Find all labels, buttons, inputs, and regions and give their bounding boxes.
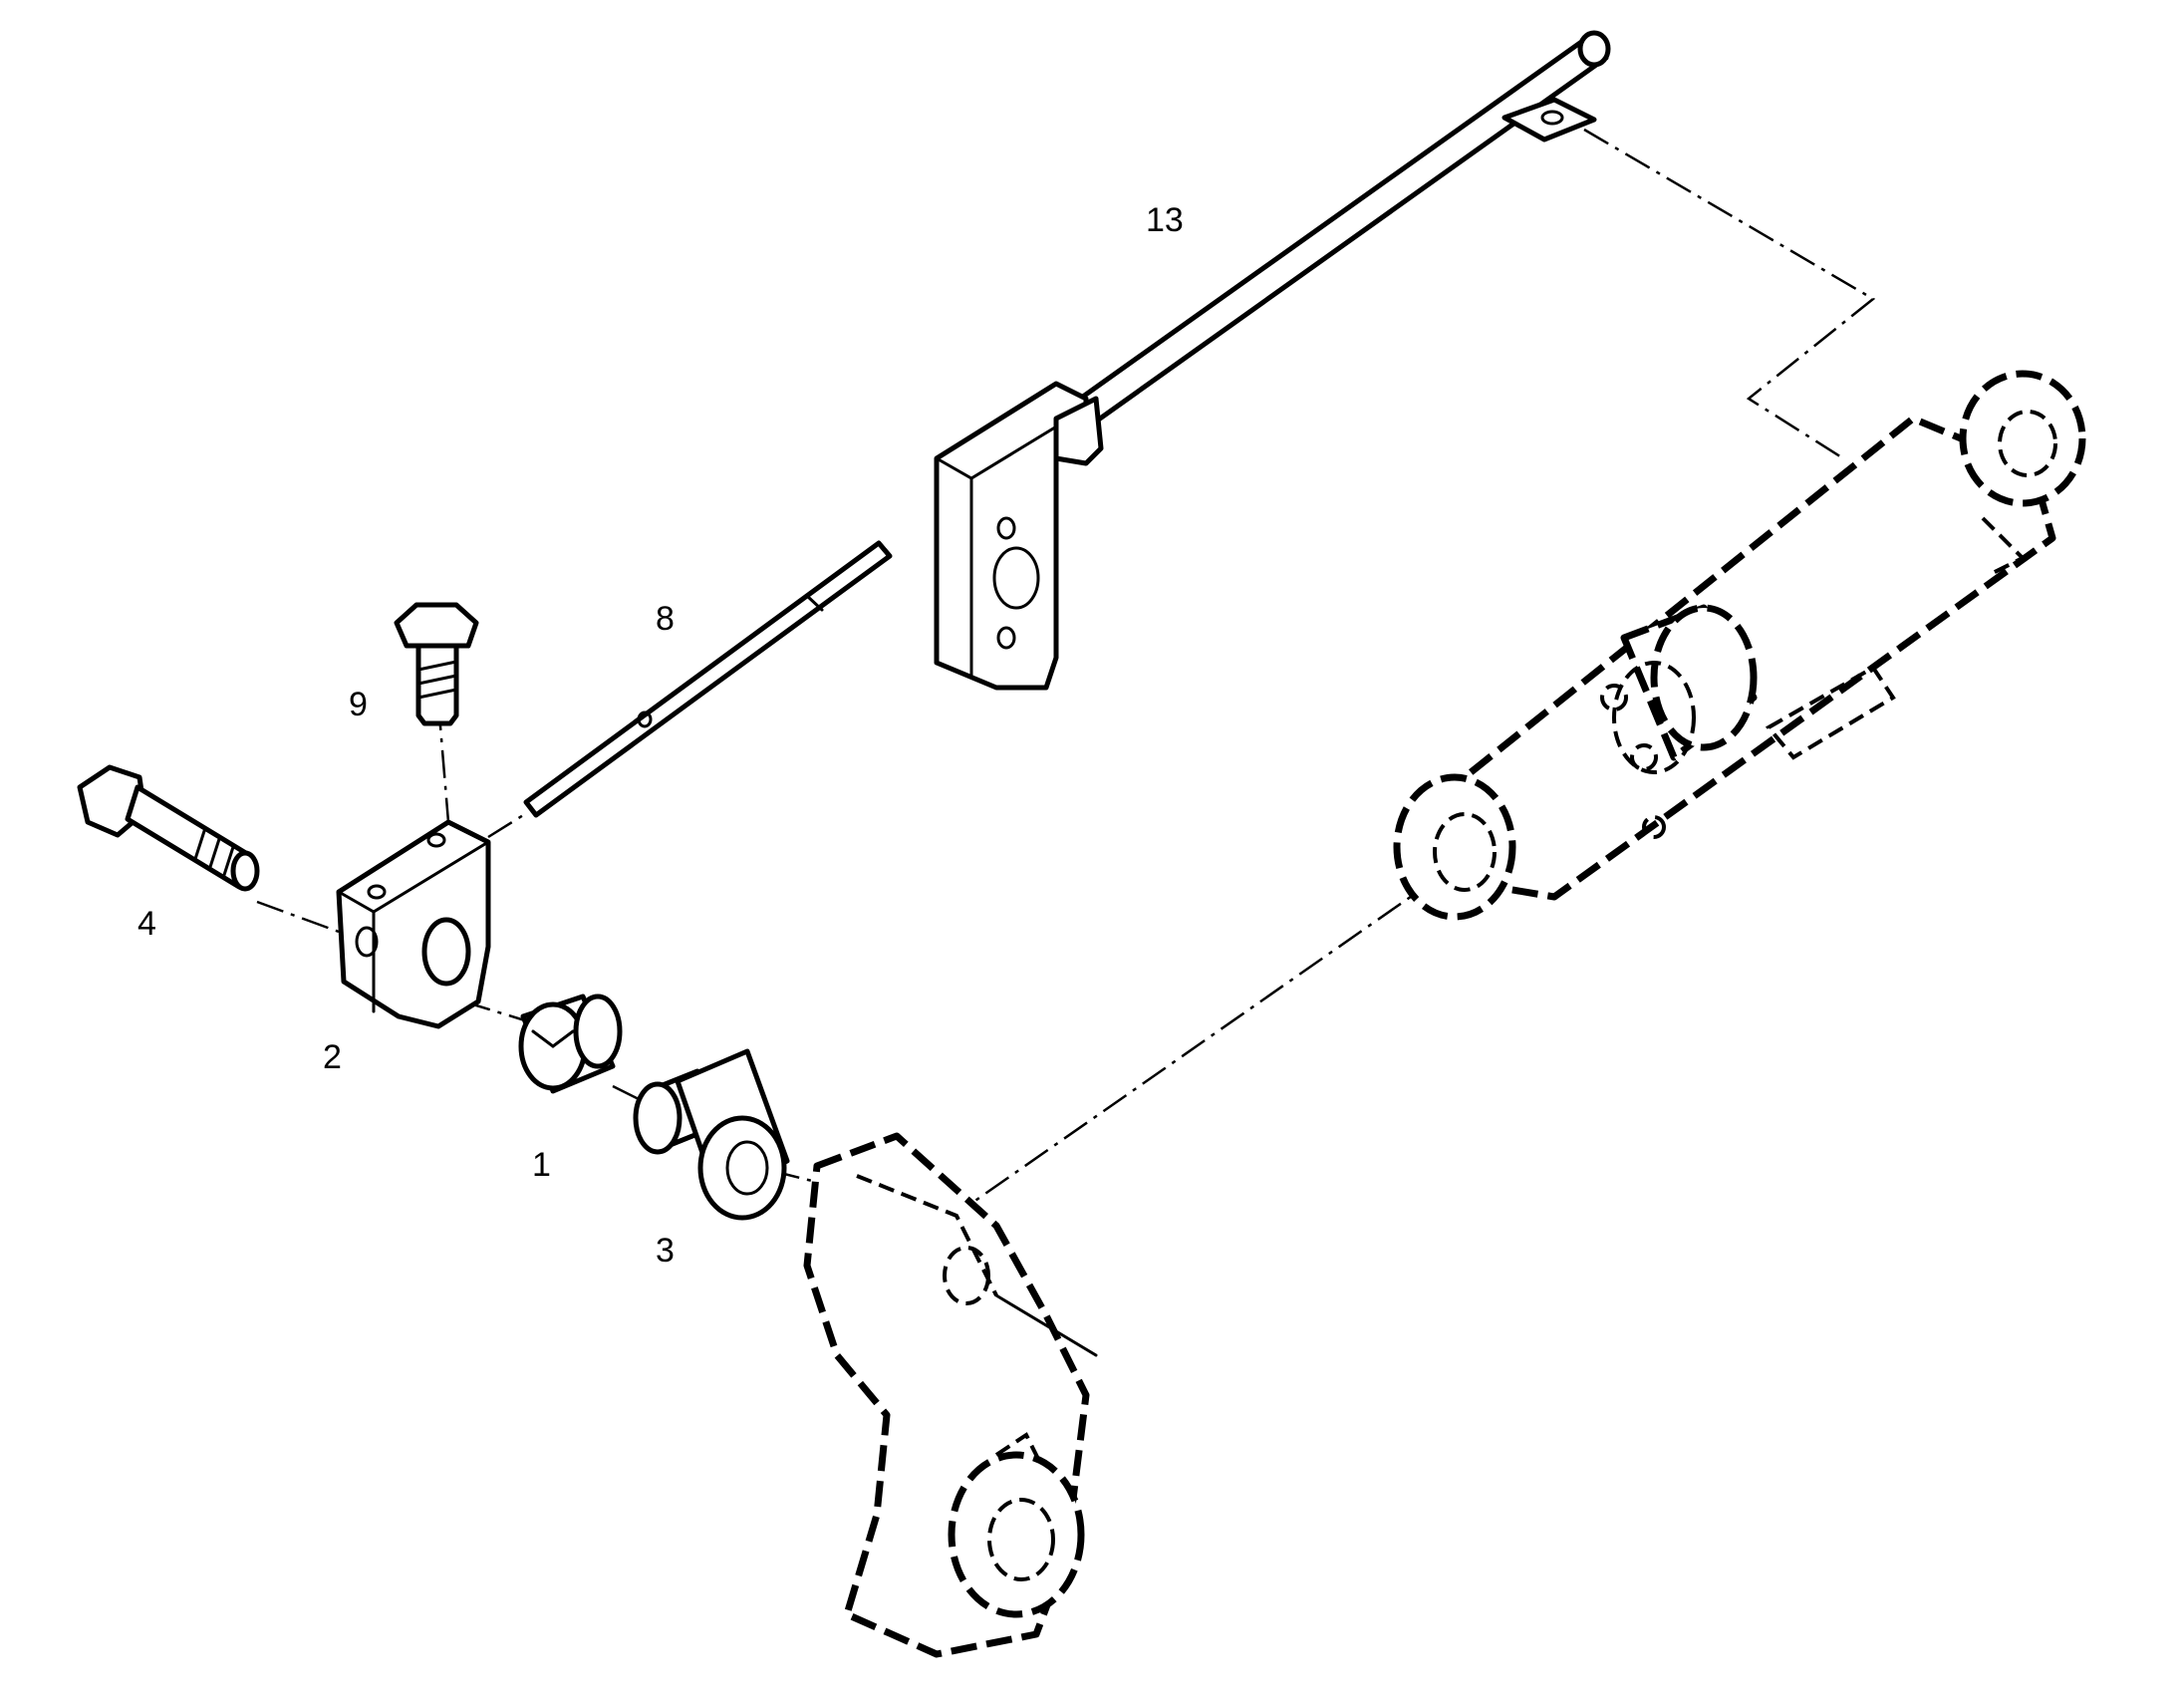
- callout-2: 2: [323, 1038, 342, 1076]
- part-3-sleeve: [633, 1048, 790, 1221]
- ghost-lift-arm: [803, 1132, 1098, 1658]
- callout-8: 8: [656, 600, 675, 638]
- part-9-hex-bolt: [394, 602, 479, 726]
- callout-4: 4: [137, 905, 156, 943]
- part-1-bushing: [518, 994, 623, 1094]
- callout-13: 13: [1146, 201, 1184, 239]
- part-2-clamp-block: [336, 819, 491, 1029]
- ghost-cylinder-assembly: [1393, 370, 2086, 921]
- part-8-pin: [523, 540, 893, 818]
- part-4-hex-bolt: [77, 764, 260, 892]
- callout-1: 1: [532, 1146, 551, 1184]
- part-13-lift-rod: [934, 30, 1611, 691]
- callout-3: 3: [656, 1232, 675, 1270]
- callout-9: 9: [349, 686, 368, 723]
- callout-labels: 13 8 9 4 2 1 3: [137, 201, 1184, 1270]
